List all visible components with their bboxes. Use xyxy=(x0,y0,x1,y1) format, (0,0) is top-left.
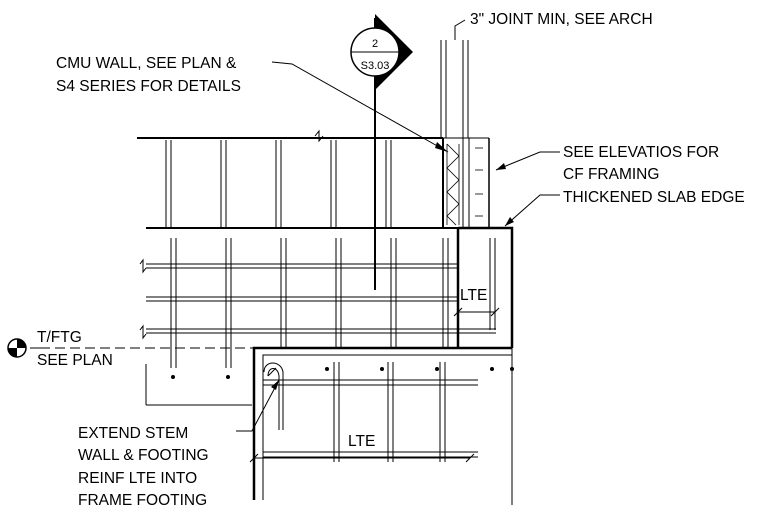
extend-stem-note-line-4: FRAME FOOTING xyxy=(78,492,207,509)
extend-stem-note-line-2: WALL & FOOTING xyxy=(78,447,209,464)
cmu-vertical-bars xyxy=(165,140,392,228)
footing-horizontal-bars xyxy=(263,379,478,458)
lte-dimension-lower xyxy=(249,453,475,463)
detail-callout: 2 S3.03 xyxy=(350,14,413,290)
frame-footing xyxy=(171,346,514,500)
break-lines xyxy=(139,129,324,340)
leaders xyxy=(30,19,560,432)
stem-wall xyxy=(145,238,496,406)
cf-framing-note-line-2: CF FRAMING xyxy=(563,166,659,183)
cmu-wall-note-line-1: CMU WALL, SEE PLAN & xyxy=(56,55,237,72)
joint-lines xyxy=(440,40,469,138)
stem-horizontal-bars xyxy=(146,263,496,334)
extend-stem-note-line-3: REINF LTE INTO xyxy=(78,470,197,487)
extend-stem-note-line-1: EXTEND STEM xyxy=(78,425,188,442)
lte-label-upper: LTE xyxy=(460,287,487,304)
cf-framing-wall xyxy=(442,137,490,228)
elevation-label: T/FTG xyxy=(37,329,82,346)
thickened-slab xyxy=(456,226,514,505)
footing-vertical-bars xyxy=(333,362,446,462)
lte-dimension-upper xyxy=(453,307,500,317)
joint-note: 3" JOINT MIN, SEE ARCH xyxy=(470,11,653,28)
callout-detail-number: 2 xyxy=(372,38,378,50)
cmu-wall-note-line-2: S4 SERIES FOR DETAILS xyxy=(56,78,241,95)
elevation-marker xyxy=(7,338,27,358)
callout-sheet-reference: S3.03 xyxy=(361,60,390,72)
cf-framing-note-line-1: SEE ELEVATIOS FOR xyxy=(563,144,719,161)
bar-dots xyxy=(171,367,514,379)
elevation-note: SEE PLAN xyxy=(37,352,113,369)
stem-vertical-bars xyxy=(170,238,449,368)
cmu-wall xyxy=(137,137,458,229)
lte-label-lower: LTE xyxy=(348,433,375,450)
slab-edge-note: THICKENED SLAB EDGE xyxy=(563,189,745,206)
